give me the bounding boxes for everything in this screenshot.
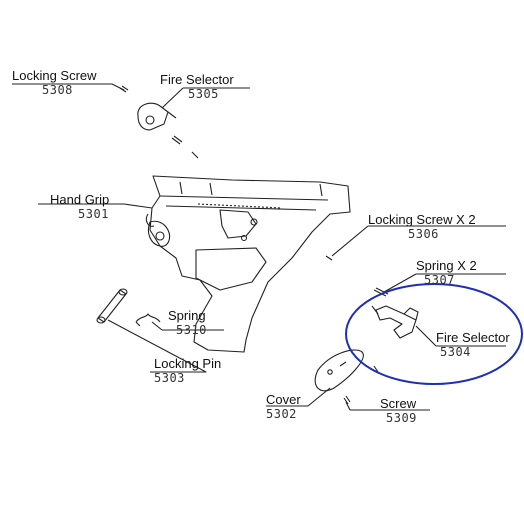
label-locking-screw-5308: Locking Screw 5308 <box>12 68 97 97</box>
label-number: 5308 <box>42 83 73 97</box>
label-fire-selector-5304: Fire Selector 5304 <box>436 330 510 359</box>
label-name: Locking Pin <box>154 356 222 371</box>
label-number: 5307 <box>424 273 455 287</box>
label-number: 5304 <box>440 345 471 359</box>
label-name: Spring X 2 <box>416 258 477 273</box>
label-name: Fire Selector <box>436 330 510 345</box>
leader-lines <box>12 83 506 411</box>
label-name: Cover <box>266 392 301 407</box>
label-name: Screw <box>380 396 417 411</box>
label-spring-5307: Spring X 2 5307 <box>416 258 477 287</box>
label-hand-grip-5301: Hand Grip 5301 <box>50 192 109 221</box>
label-number: 5303 <box>154 371 185 385</box>
label-name: Spring <box>168 308 206 323</box>
hand-grip-part <box>145 175 351 353</box>
label-locking-screw-5306: Locking Screw X 2 5306 <box>368 212 476 241</box>
label-number: 5305 <box>188 87 219 101</box>
label-number: 5306 <box>408 227 439 241</box>
label-name: Locking Screw X 2 <box>368 212 476 227</box>
spring-5310-part <box>135 313 161 327</box>
misc-small-parts <box>325 255 389 405</box>
label-number: 5310 <box>176 323 207 337</box>
label-number: 5309 <box>386 411 417 425</box>
label-name: Locking Screw <box>12 68 97 83</box>
fire-selector-5305-part <box>137 102 177 131</box>
label-name: Hand Grip <box>50 192 110 207</box>
highlight-circle <box>345 283 523 385</box>
cover-part <box>314 349 364 392</box>
label-locking-pin-5303: Locking Pin 5303 <box>154 356 221 385</box>
label-cover-5302: Cover 5302 <box>266 392 301 421</box>
label-spring-5310: Spring 5310 <box>168 308 207 337</box>
label-number: 5302 <box>266 407 297 421</box>
label-name: Fire Selector <box>160 72 234 87</box>
fire-selector-5304-part <box>371 305 419 339</box>
label-screw-5309: Screw 5309 <box>380 396 417 425</box>
label-fire-selector-5305: Fire Selector 5305 <box>160 72 234 101</box>
locking-pin-part <box>96 288 128 324</box>
label-number: 5301 <box>78 207 109 221</box>
